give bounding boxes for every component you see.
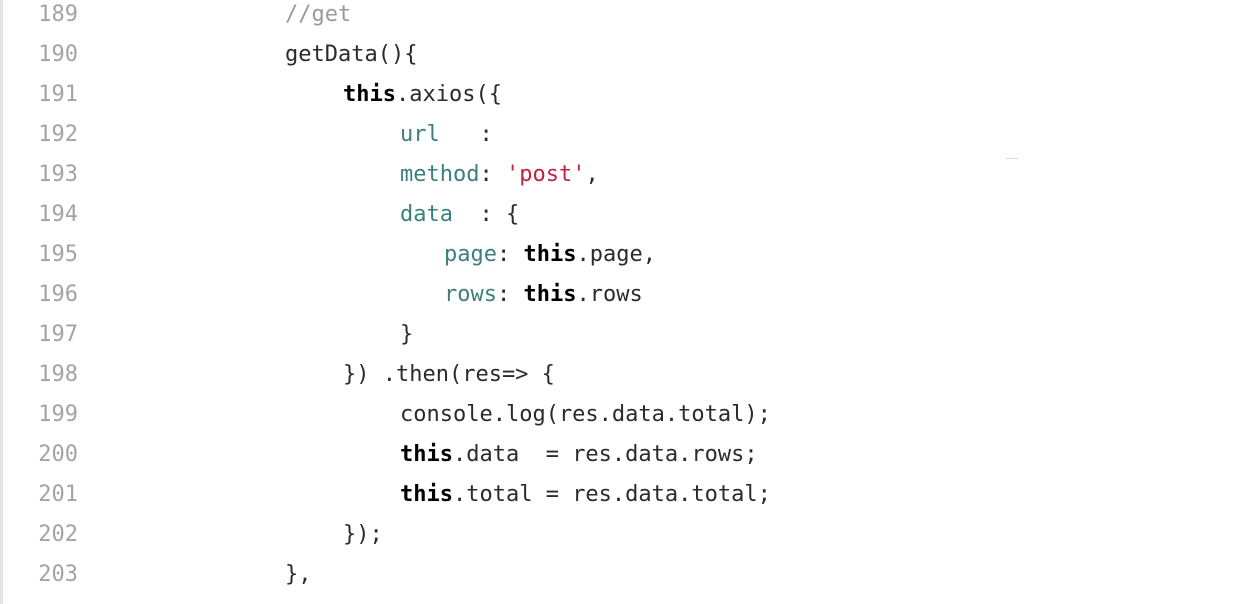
code-token: : (479, 161, 506, 187)
line-number: 191 (38, 81, 78, 107)
code-token: page (444, 241, 497, 267)
line-code: method: 'post', (400, 162, 599, 187)
line-number: 190 (38, 41, 78, 67)
code-token: this (400, 481, 453, 507)
line-code: page: this.page, (444, 242, 656, 267)
line-number: 189 (38, 1, 78, 27)
code-token: this (523, 241, 577, 267)
code-token: .data = res.data.rows; (452, 441, 758, 467)
code-token: method (400, 161, 480, 187)
line-number: 202 (38, 521, 78, 547)
line-code: data : { (400, 202, 519, 227)
code-token: .rows (576, 281, 643, 307)
code-line: 202 }); (3, 514, 1234, 554)
code-line: 200 this.data = res.data.rows; (3, 434, 1234, 474)
code-line: 198 }) .then(res=> { (3, 354, 1234, 394)
line-code: this.data = res.data.rows; (400, 442, 758, 467)
code-token: : { (452, 201, 520, 227)
code-token: //get (285, 1, 352, 27)
line-number: 194 (38, 201, 78, 227)
code-token: getData(){ (285, 41, 418, 67)
code-line: 192 url : (3, 114, 1234, 154)
line-code: url : (400, 122, 493, 147)
code-token: this (523, 281, 577, 307)
code-token: .page, (576, 241, 656, 267)
decorative-mark (1006, 158, 1018, 159)
line-code: rows: this.rows (444, 282, 643, 307)
line-number: 196 (38, 281, 78, 307)
code-token: rows (444, 281, 497, 307)
line-code: } (400, 322, 413, 347)
code-token: : (496, 241, 524, 267)
code-token: this (400, 441, 453, 467)
line-code: this.total = res.data.total; (400, 482, 771, 507)
code-token: } (400, 321, 414, 347)
line-number: 195 (38, 241, 78, 267)
line-code: }, (285, 562, 312, 587)
code-token: .axios({ (395, 81, 502, 107)
line-number: 201 (38, 481, 78, 507)
code-token: : (439, 121, 493, 147)
code-line: 203 }, (3, 554, 1234, 594)
code-token: }, (285, 561, 312, 587)
line-number: 198 (38, 361, 78, 387)
code-token: , (585, 161, 599, 187)
code-token: : (496, 281, 524, 307)
code-token: }) .then(res=> { (343, 361, 555, 387)
code-token: data (400, 201, 453, 227)
line-code: this.axios({ (343, 82, 502, 107)
code-token: this (343, 81, 396, 107)
code-token: url (400, 121, 440, 147)
line-code: console.log(res.data.total); (400, 402, 771, 427)
code-line: 191 this.axios({ (3, 74, 1234, 114)
code-token: .total = res.data.total; (452, 481, 771, 507)
code-line: 197 } (3, 314, 1234, 354)
code-line: 195 page: this.page, (3, 234, 1234, 274)
code-token: console.log(res.data.total); (400, 401, 771, 427)
line-code: }); (343, 522, 383, 547)
code-line: 196 rows: this.rows (3, 274, 1234, 314)
code-line: 190 getData(){ (3, 34, 1234, 74)
code-line: 193 method: 'post', (3, 154, 1234, 194)
code-line: 201 this.total = res.data.total; (3, 474, 1234, 514)
code-line: 199 console.log(res.data.total); (3, 394, 1234, 434)
line-number: 192 (38, 121, 78, 147)
line-number: 199 (38, 401, 78, 427)
code-token: }); (343, 521, 383, 547)
line-number: 203 (38, 561, 78, 587)
code-token: 'post' (505, 161, 586, 187)
line-number: 193 (38, 161, 78, 187)
line-code: getData(){ (285, 42, 417, 67)
line-number: 200 (38, 441, 78, 467)
line-number: 197 (38, 321, 78, 347)
code-line: 189 //get (3, 0, 1234, 34)
code-line: 194 data : { (3, 194, 1234, 234)
line-code: //get (285, 2, 351, 27)
line-code: }) .then(res=> { (343, 362, 555, 387)
